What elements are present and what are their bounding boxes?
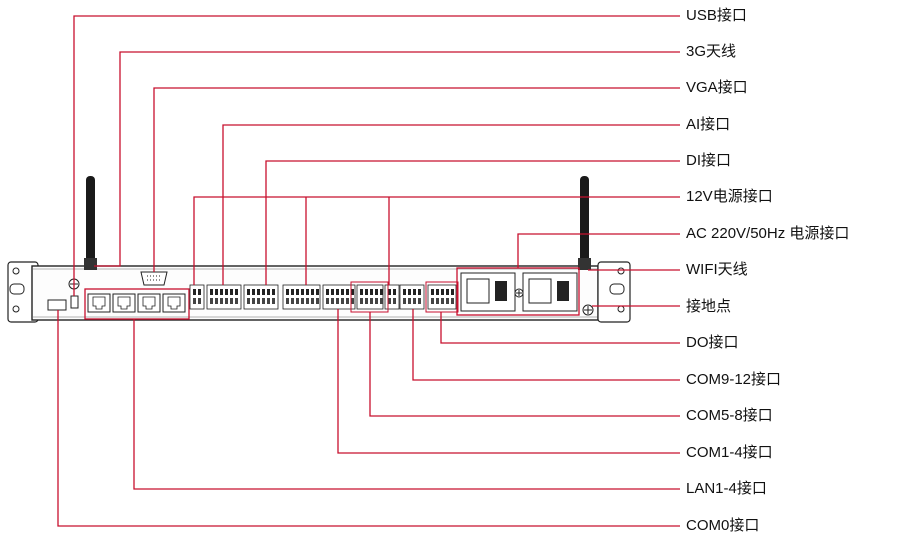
terminal-block-icon [206,284,242,310]
label-vga: VGA接口 [686,79,748,96]
rj45-port-group [87,293,186,313]
leader-vga [153,87,680,272]
leader-lines [57,15,680,527]
do-group-frame [425,281,459,313]
power-switch-icon [495,281,507,301]
rj45-port-icon [137,293,161,313]
label-com1-4: COM1-4接口 [686,444,773,461]
leader-ac-power [517,233,680,268]
leader-com0 [57,310,680,527]
label-com5-8: COM5-8接口 [686,407,773,424]
label-lan1-4: LAN1-4接口 [686,480,767,497]
label-com0: COM0接口 [686,517,760,534]
label-wifi-antenna: WIFI天线 [686,261,748,278]
label-usb: USB接口 [686,7,747,24]
left-ear-hole-top [12,267,20,275]
lan-group-frame [84,288,190,320]
terminal-block-group [189,284,457,310]
db15-vga-icon [140,271,168,286]
leader-do [440,312,680,344]
power-module-right [522,272,578,312]
terminal-block-icon [399,284,425,310]
right-ear-hole-top [617,267,625,275]
leader-usb [73,15,680,296]
terminal-block-icon [282,284,321,310]
rj45-port-icon [112,293,136,313]
terminal-block-icon [427,284,457,310]
usb-port-icon [70,295,79,309]
label-do: DO接口 [686,334,739,351]
ground-screw-icon [514,288,524,298]
left-ear-slot [9,283,25,295]
label-ac-power: AC 220V/50Hz 电源接口 [686,225,850,242]
label-3g-antenna: 3G天线 [686,43,737,60]
leader-lan1-4 [133,319,680,490]
leader-12v-power-1 [193,196,680,285]
terminal-block-icon [356,284,384,310]
label-ground: 接地点 [686,298,732,315]
label-com9-12: COM9-12接口 [686,371,782,388]
antenna-3g-icon [84,176,97,270]
ground-screw-icon [582,304,594,316]
power-module-left [460,272,516,312]
label-12v-power: 12V电源接口 [686,188,773,205]
leader-com5-8 [369,312,680,417]
terminal-block-icon [322,284,356,310]
leader-3g-antenna [94,51,680,267]
leader-com1-4 [337,309,680,454]
right-ear-hole-bottom [617,305,625,313]
leader-com9-12 [412,309,680,381]
leader-di [265,160,680,285]
rj45-port-icon [162,293,186,313]
com0-port-icon [47,299,67,311]
label-ai: AI接口 [686,116,731,133]
power-switch-icon [557,281,569,301]
leader-ai [222,124,680,285]
terminal-block-icon [189,284,205,310]
label-di: DI接口 [686,152,732,169]
terminal-block-icon [243,284,279,310]
terminal-block-icon [384,284,400,310]
left-ear-hole-bottom [12,305,20,313]
right-ear-slot [609,283,625,295]
antenna-wifi-icon [578,176,591,270]
rj45-port-icon [87,293,111,313]
